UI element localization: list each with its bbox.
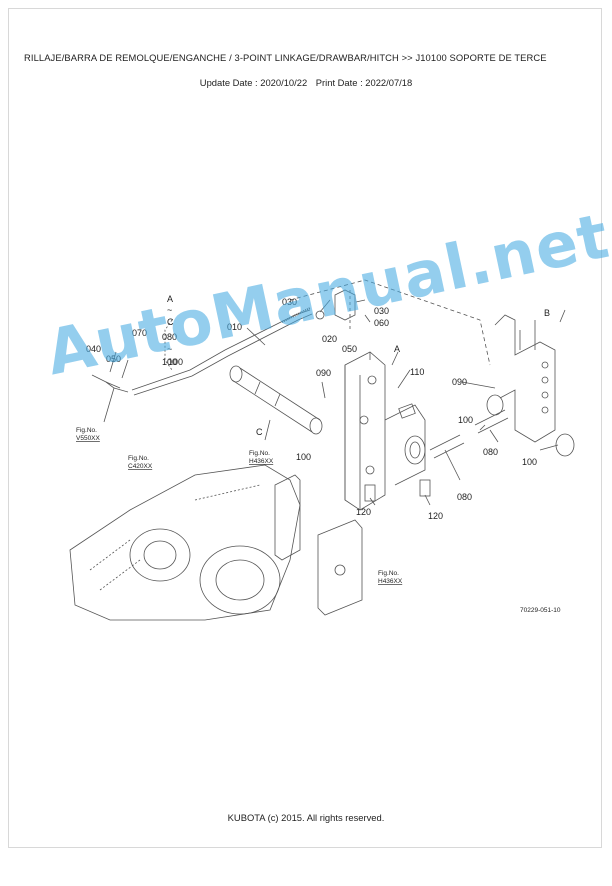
fig-ref: Fig.No. [249,450,270,457]
fig-ref: Fig.No. [378,570,399,577]
callout-label: 070 [132,328,147,338]
callout-label: 120 [428,511,443,521]
bracket-item: ~ [167,344,172,354]
fig-ref: Fig.No. [128,455,149,462]
update-date: Update Date : 2020/10/22 [199,77,308,88]
fig-ref: H436XX [249,458,274,465]
callout-label: 020 [322,334,337,344]
callout-label: 050 [106,354,121,364]
callout-label: 100 [296,452,311,462]
callout-label: 100 [458,415,473,425]
date-line: Update Date : 2020/10/22 Print Date : 20… [0,77,612,88]
parts-diagram: 030 030 060 020 050 010 070 040 050 090 … [69,279,575,621]
callout-label: 110 [410,367,424,377]
callout-label: 090 [316,368,331,378]
ref-letter: A [394,344,400,354]
callout-label: 120 [356,507,371,517]
callout-label: 090 [452,377,467,387]
fig-ref: Fig.No. [76,427,97,434]
callout-label: 010 [227,322,242,332]
fig-ref: V550XX [76,435,101,442]
footer-copyright: KUBOTA (c) 2015. All rights reserved. [227,812,385,823]
callout-label: 040 [86,344,101,354]
ref-letter: B [544,308,550,318]
bracket-item: 080 [162,332,177,342]
bracket-item: A [167,294,173,304]
fig-ref: H436XX [378,578,403,585]
page-frame [8,8,602,848]
fig-ref: C420XX [128,463,153,470]
page-title: RILLAJE/BARRA DE REMOLQUE/ENGANCHE / 3-P… [24,52,547,63]
ref-letter: C [256,427,263,437]
callout-label: 100 [168,357,183,367]
bracket-item: ~ [167,305,172,315]
callout-label: 100 [522,457,537,467]
callout-label: 060 [374,318,389,328]
diagram-code: 70229-051-10 [520,607,561,614]
callout-label: 080 [457,492,472,502]
callout-label: 080 [483,447,498,457]
bracket-item: C [167,317,174,327]
bracket-item: 100 [162,357,177,367]
callout-label: 030 [374,306,389,316]
print-date: Print Date : 2022/07/18 [315,77,413,88]
callout-label: 030 [282,297,297,307]
callout-label: 050 [342,344,357,354]
